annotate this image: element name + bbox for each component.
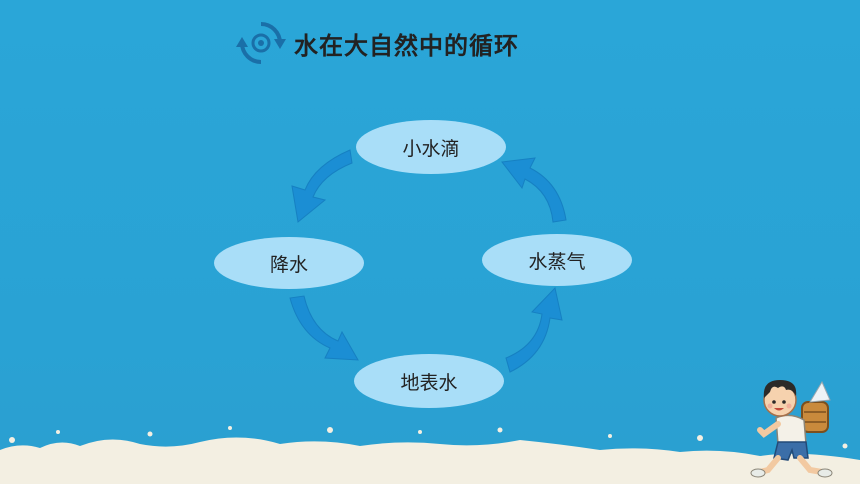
arrow-surface-to-vapor — [505, 286, 563, 373]
page-title: 水在大自然中的循环 — [294, 31, 519, 60]
recycle-icon — [236, 22, 286, 64]
bottom-splash-decoration — [0, 426, 860, 484]
node-surface-water: 地表水 — [354, 354, 504, 408]
node-precipitation: 降水 — [214, 237, 364, 289]
arrow-droplet-to-precipitation — [291, 149, 353, 223]
arrow-vapor-to-droplet — [501, 157, 567, 223]
node-water-vapor: 水蒸气 — [482, 234, 632, 286]
node-droplet: 小水滴 — [356, 120, 506, 174]
title-bar: 水在大自然中的循环 — [236, 18, 519, 68]
arrow-precipitation-to-surface — [289, 295, 359, 361]
running-boy-illustration — [750, 380, 833, 478]
